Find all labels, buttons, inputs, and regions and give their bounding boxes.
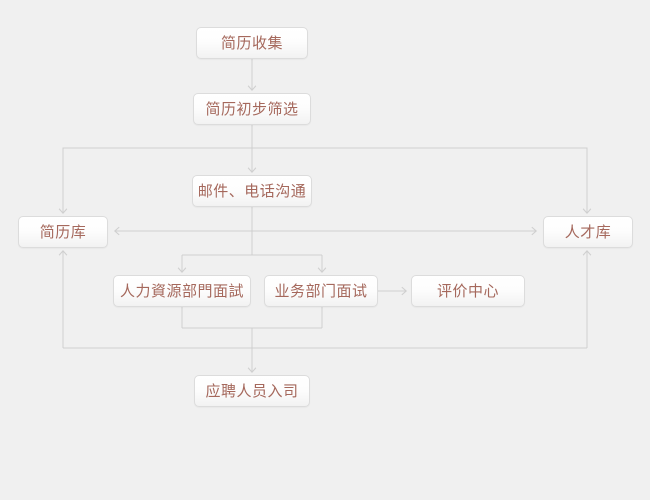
node-resume-screening[interactable]: 简历初步筛选 bbox=[193, 93, 311, 125]
node-assessment-center[interactable]: 评价中心 bbox=[411, 275, 525, 307]
node-mail-phone-contact[interactable]: 邮件、电话沟通 bbox=[192, 175, 312, 207]
edge-screening-to-resume-database bbox=[58, 147, 252, 215]
edge-screening-to-talent-pool bbox=[252, 147, 592, 215]
node-business-interview[interactable]: 业务部门面试 bbox=[264, 275, 378, 307]
node-hr-interview[interactable]: 人力資源部門面試 bbox=[113, 275, 251, 307]
node-resume-database[interactable]: 简历库 bbox=[18, 216, 108, 248]
node-candidate-onboard[interactable]: 应聘人员入司 bbox=[194, 375, 310, 407]
node-talent-pool[interactable]: 人才库 bbox=[543, 216, 633, 248]
node-resume-collection[interactable]: 简历收集 bbox=[196, 27, 308, 59]
